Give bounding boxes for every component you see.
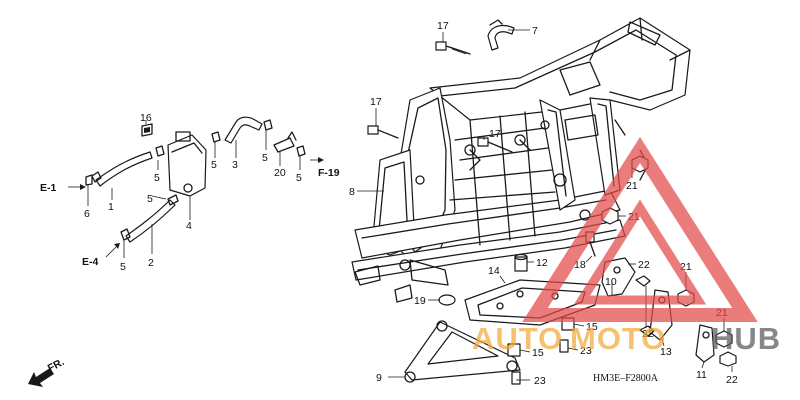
callout-22: 22 bbox=[642, 328, 654, 340]
callout-12: 12 bbox=[536, 257, 548, 269]
callout-21: 21 bbox=[626, 180, 638, 192]
callout-13: 13 bbox=[660, 346, 672, 358]
bolt-17-center bbox=[477, 137, 513, 153]
callout-20: 20 bbox=[274, 167, 286, 179]
callout-22: 22 bbox=[726, 374, 738, 386]
callout-16: 16 bbox=[140, 112, 152, 124]
callout-10: 10 bbox=[605, 276, 617, 288]
reservoir-tank-4 bbox=[167, 131, 207, 197]
hose-1 bbox=[95, 151, 153, 187]
hose-clamps bbox=[85, 119, 306, 241]
watermark-word-left: AUTO bbox=[472, 321, 563, 356]
bracket-10 bbox=[601, 257, 636, 297]
watermark-word-right: HUB bbox=[711, 321, 781, 356]
callout-15: 15 bbox=[532, 347, 544, 359]
band-clip-7 bbox=[487, 19, 515, 51]
ref-label-e4: E-4 bbox=[82, 256, 99, 268]
callout-5: 5 bbox=[296, 172, 302, 184]
ref-arrow-e1: E-1 bbox=[40, 182, 86, 194]
watermark-triangle bbox=[522, 136, 758, 322]
bracket-11 bbox=[695, 324, 715, 363]
callout-22: 22 bbox=[638, 259, 650, 271]
callout-19: 19 bbox=[414, 295, 426, 307]
ref-label-e1: E-1 bbox=[40, 182, 57, 194]
callout-23: 23 bbox=[580, 345, 592, 357]
bolt-17-mid bbox=[367, 125, 399, 139]
hose-2 bbox=[125, 199, 176, 243]
callout-4: 4 bbox=[186, 220, 192, 232]
bolt-16 bbox=[141, 123, 153, 137]
callout-6: 6 bbox=[84, 208, 90, 220]
hose-3 bbox=[224, 116, 263, 144]
callout-5: 5 bbox=[262, 152, 268, 164]
front-mark-label: FR. bbox=[46, 356, 67, 375]
ref-arrow-f19: F-19 bbox=[310, 157, 340, 179]
callout-numbers: 17 7 17 17 8 16 5 5 1 6 4 5 2 5 3 5 20 5… bbox=[84, 20, 738, 387]
ref-arrow-e4: E-4 bbox=[82, 243, 120, 268]
bolt-17-top bbox=[435, 41, 471, 55]
callout-8: 8 bbox=[349, 186, 355, 198]
callout-5: 5 bbox=[211, 159, 217, 171]
callout-17: 17 bbox=[370, 96, 382, 108]
callout-23: 23 bbox=[534, 375, 546, 387]
callout-15: 15 bbox=[586, 321, 598, 333]
watermark-logo: AUTO MOTO HUB bbox=[472, 136, 781, 356]
watermark-word-mid: MOTO bbox=[570, 321, 666, 356]
callout-11: 11 bbox=[696, 369, 707, 381]
main-frame bbox=[351, 17, 691, 303]
callout-17: 17 bbox=[437, 20, 449, 32]
callout-18: 18 bbox=[574, 259, 586, 271]
callout-17: 17 bbox=[489, 128, 501, 140]
ref-label-f19: F-19 bbox=[318, 167, 340, 179]
callout-9: 9 bbox=[376, 372, 382, 384]
callout-7: 7 bbox=[532, 25, 538, 37]
callout-2: 2 bbox=[148, 257, 154, 269]
callout-5: 5 bbox=[154, 172, 160, 184]
callout-5: 5 bbox=[120, 261, 126, 273]
callout-1: 1 bbox=[108, 201, 114, 213]
callout-3: 3 bbox=[232, 159, 238, 171]
crossbar-9 bbox=[404, 320, 521, 383]
callout-14: 14 bbox=[488, 265, 500, 277]
diagram-code: HM3E–F2800A bbox=[593, 373, 659, 384]
leader-lines bbox=[87, 29, 733, 381]
callout-21: 21 bbox=[680, 261, 692, 273]
front-direction-mark: FR. bbox=[28, 356, 66, 387]
joint-20 bbox=[273, 131, 297, 153]
callout-5: 5 bbox=[147, 193, 153, 205]
